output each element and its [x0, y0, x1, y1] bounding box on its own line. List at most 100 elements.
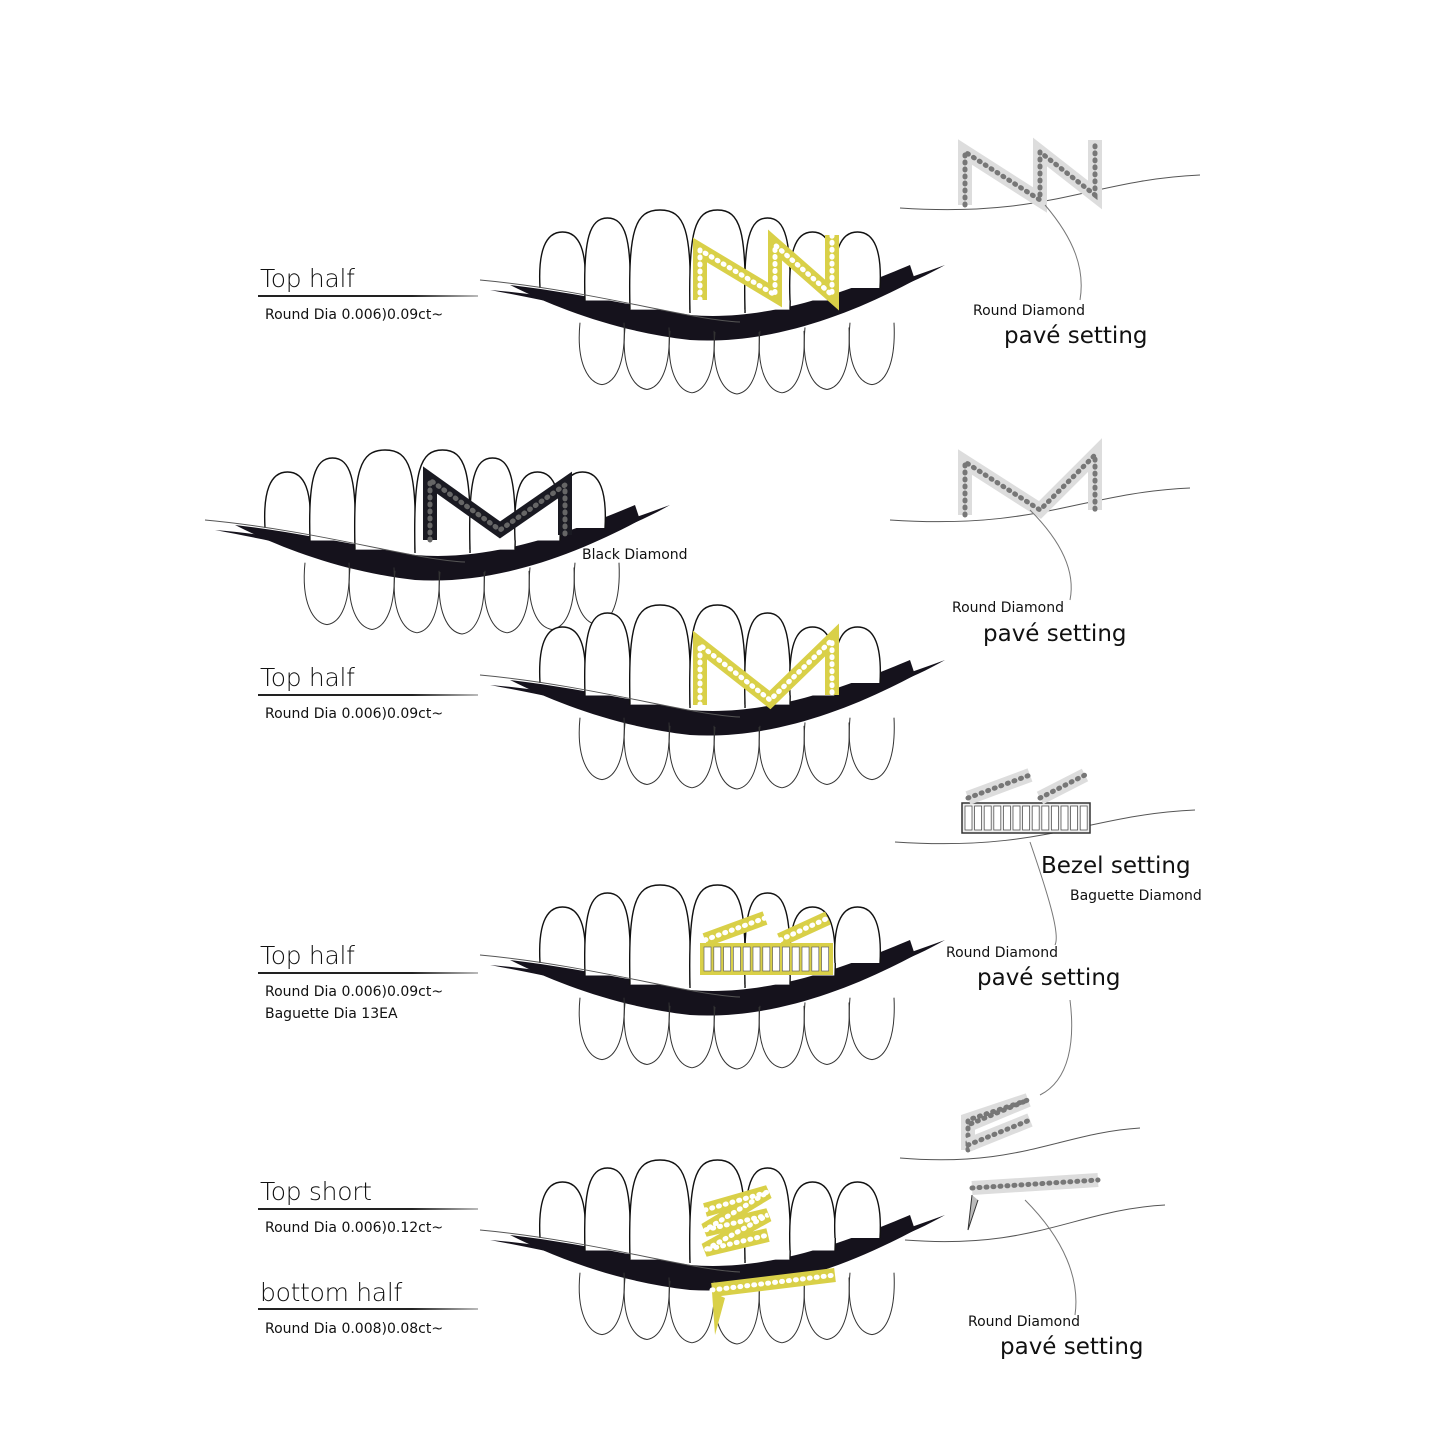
baguette-stone [1070, 805, 1078, 831]
detail4b-ground [904, 1204, 1166, 1243]
detail2-grill-diamonds [962, 448, 1098, 518]
section3-rule [258, 972, 478, 974]
lower-tooth [803, 1277, 850, 1340]
lower-tooth [758, 1005, 805, 1069]
lip-line [479, 674, 741, 718]
section3-stone-label: Round Diamond [946, 945, 1058, 961]
upper-tooth [538, 1181, 587, 1239]
baguette-stone [974, 805, 982, 831]
upper-tooth [583, 217, 632, 301]
baguette-stone [762, 946, 771, 972]
upper-tooth [538, 906, 587, 964]
lower-tooth [758, 330, 805, 394]
lower-tooth [713, 726, 760, 790]
section4-rule [258, 1208, 478, 1210]
section2-title: Top half [260, 663, 355, 692]
detail1-leader [1044, 204, 1082, 301]
lower-tooth [578, 717, 625, 781]
upper-tooth [833, 1181, 882, 1239]
upper-tooth [538, 231, 587, 289]
gum-band [510, 265, 915, 341]
upper-tooth [263, 471, 312, 529]
detail4-top-grill-2-diamonds [965, 1117, 1033, 1148]
section4-spec2: Round Dia 0.008)0.08ct~ [265, 1321, 444, 1337]
section4-rule2 [258, 1308, 478, 1310]
baguette-stone [811, 946, 820, 972]
gum-band [510, 660, 915, 736]
lower-tooth [578, 997, 625, 1061]
lower-tooth [393, 570, 440, 634]
detail3-pave-2-diamonds [1037, 772, 1088, 801]
grill-black-diamond-diamonds [427, 475, 568, 543]
lower-tooth [528, 567, 575, 630]
detail4-bottom-prong [967, 1194, 979, 1231]
section1-spec: Round Dia 0.006)0.09ct~ [265, 307, 444, 323]
lower-tooth [483, 570, 530, 634]
upper-tooth [583, 892, 632, 976]
upper-tooth [583, 1167, 632, 1251]
section4-setting-label: pavé setting [1000, 1334, 1144, 1360]
detail3-leader [1029, 841, 1057, 946]
section2-stone-label: Round Diamond [952, 600, 1064, 616]
section3-spec-2: Baguette Dia 13EA [265, 1006, 398, 1022]
baguette-stone [801, 946, 810, 972]
lower-tooth [758, 725, 805, 789]
lower-tooth [623, 722, 670, 785]
lower-tooth [668, 1005, 715, 1069]
section3-bezel-label: Bezel setting [1041, 853, 1191, 879]
baguette-stone [791, 946, 800, 972]
upper-tooth [788, 1181, 837, 1251]
section4-stone-label: Round Diamond [968, 1314, 1080, 1330]
baguette-stone [742, 946, 751, 972]
upper-tooth [308, 457, 357, 541]
baguette-stone [703, 946, 712, 972]
lower-tooth [758, 1280, 805, 1344]
upper-tooth [628, 209, 692, 310]
lower-tooth [848, 322, 895, 386]
lower-tooth [623, 1277, 670, 1340]
baguette-stone [821, 946, 829, 972]
section4-spec: Round Dia 0.006)0.12ct~ [265, 1220, 444, 1236]
detail3-pave-1-diamonds [965, 772, 1033, 801]
detail1-ground [899, 174, 1201, 211]
baguette-stone [993, 805, 1002, 831]
baguette-stone [782, 946, 790, 972]
lower-tooth [848, 1272, 895, 1336]
baguette-stone [964, 805, 973, 831]
detail2-leader [1029, 509, 1072, 601]
black-diamond-label: Black Diamond [582, 547, 688, 563]
lower-tooth [848, 717, 895, 781]
detail4-bottom-grill-diamonds [969, 1177, 1101, 1191]
lower-tooth [713, 1006, 760, 1070]
baguette-stone [772, 946, 780, 972]
gum-band [510, 940, 915, 1016]
lower-tooth [848, 997, 895, 1061]
detail4-top-grill-diamonds [965, 1097, 1029, 1153]
baguette-stone [723, 946, 731, 972]
upper-tooth [468, 457, 517, 550]
detail4a-ground [899, 1127, 1141, 1161]
section4-title: Top short [260, 1177, 372, 1206]
upper-tooth [353, 449, 417, 550]
baguette-stone [1022, 805, 1030, 831]
baguette-stone [1060, 805, 1069, 831]
grill-section4-top-diamonds [702, 1189, 771, 1253]
grill-section4-bottom-diamonds [709, 1272, 838, 1293]
mouth-section3 [479, 884, 945, 1070]
baguette-stone [1051, 805, 1059, 831]
lower-tooth [668, 1280, 715, 1344]
lower-tooth [623, 1002, 670, 1065]
detail2-grill [958, 438, 1102, 519]
lower-tooth [623, 327, 670, 390]
baguette-stone [733, 946, 741, 972]
section1-rule [258, 295, 478, 297]
lower-tooth [303, 562, 350, 626]
section3-spec-1: Round Dia 0.006)0.09ct~ [265, 984, 444, 1000]
section3-setting-label: pavé setting [977, 965, 1121, 991]
lower-tooth [803, 327, 850, 390]
upper-tooth [833, 906, 882, 964]
mouth-section1 [479, 209, 945, 395]
baguette-stone [983, 805, 992, 831]
section2-spec: Round Dia 0.006)0.09ct~ [265, 706, 444, 722]
